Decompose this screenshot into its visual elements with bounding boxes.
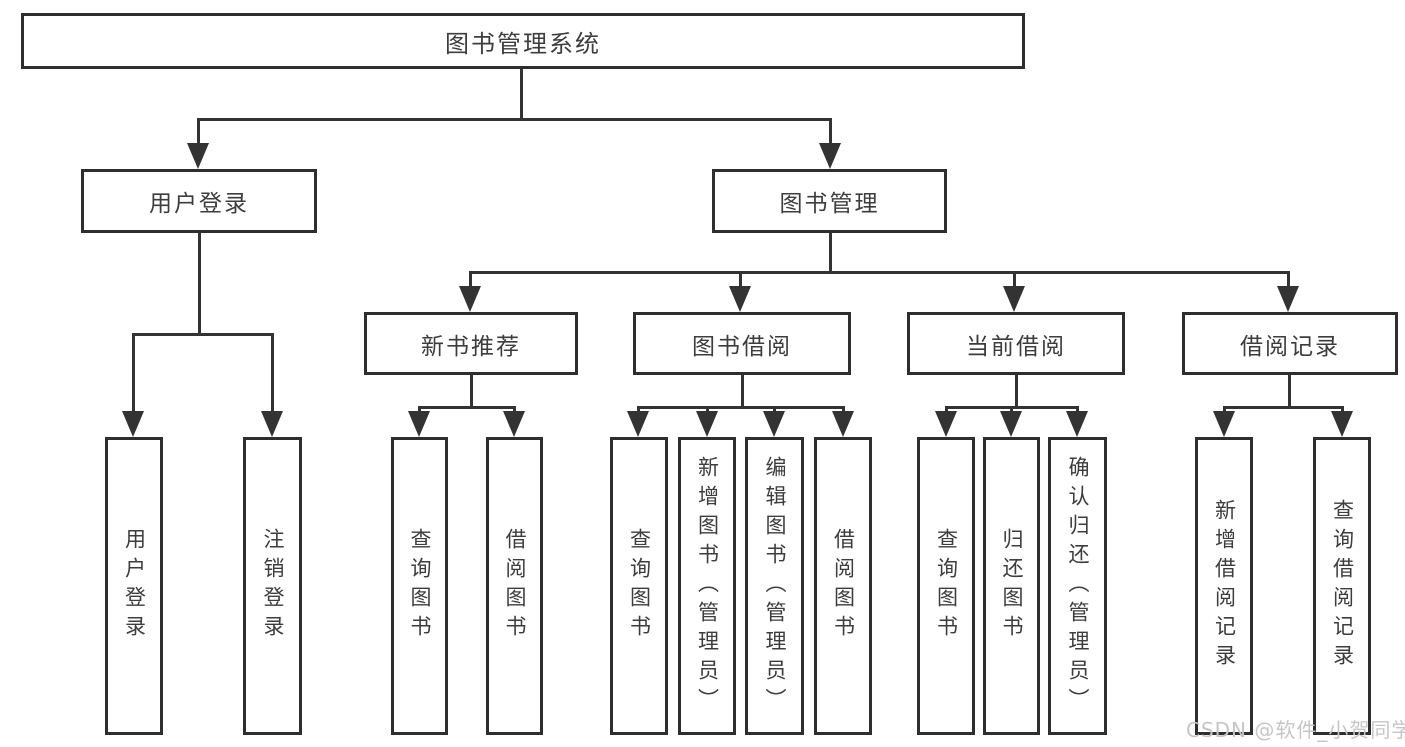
leaf-query-books-borrowing: 查询图书 (610, 437, 668, 735)
connector-arrow-icon (1000, 411, 1022, 437)
leaf-add-books-admin: 新增图书（管理员） (678, 437, 736, 735)
node-new-book-recommend-label: 新书推荐 (421, 333, 521, 360)
connector-line (1015, 375, 1018, 407)
connector-line (470, 375, 473, 407)
leaf-return-books: 归还图书 (983, 437, 1040, 735)
leaf-label: 新增借阅记录 (1212, 499, 1237, 673)
connector-line (198, 232, 201, 334)
node-user-login: 用户登录 (81, 169, 317, 233)
leaf-label: 编辑图书（管理员） (763, 455, 787, 717)
connector-line (520, 69, 523, 119)
connector-line (706, 406, 709, 415)
node-borrowing-records-label: 借阅记录 (1240, 333, 1340, 360)
connector-line (197, 118, 831, 121)
watermark-text: CSDN @软件_小贺同学 (1186, 718, 1405, 742)
leaf-label: 借阅图书 (503, 528, 527, 644)
connector-line (1223, 406, 1226, 415)
connector-line (637, 406, 844, 409)
connector-line (829, 118, 832, 145)
leaf-logout: 注销登录 (243, 437, 302, 735)
leaf-confirm-return-admin: 确认归还（管理员） (1048, 437, 1107, 735)
node-book-borrowing: 图书借阅 (633, 312, 851, 375)
leaf-query-books-current: 查询图书 (917, 437, 975, 735)
node-book-borrowing-label: 图书借阅 (692, 333, 792, 360)
node-current-borrowing: 当前借阅 (907, 312, 1125, 375)
connector-line (469, 271, 1290, 274)
connector-arrow-icon (187, 143, 209, 169)
connector-arrow-icon (729, 286, 751, 312)
node-root: 图书管理系统 (21, 13, 1025, 69)
leaf-label: 查询图书 (627, 528, 652, 644)
connector-arrow-icon (696, 411, 718, 437)
node-root-label: 图书管理系统 (445, 29, 601, 58)
connector-arrow-icon (935, 411, 957, 437)
connector-line (271, 333, 274, 413)
leaf-user-login: 用户登录 (105, 437, 163, 735)
leaf-query-books-recommend: 查询图书 (391, 437, 448, 735)
node-new-book-recommend: 新书推荐 (364, 312, 578, 375)
connector-line (739, 271, 742, 288)
connector-line (1288, 375, 1291, 407)
node-book-management-label: 图书管理 (779, 191, 880, 217)
connector-arrow-icon (408, 411, 430, 437)
connector-line (1010, 406, 1013, 415)
connector-arrow-icon (1213, 411, 1235, 437)
leaf-borrow-books-recommend: 借阅图书 (486, 437, 543, 735)
leaf-label: 用户登录 (122, 528, 147, 644)
connector-line (1013, 271, 1016, 288)
connector-arrow-icon (122, 411, 144, 437)
leaf-add-borrow-record: 新增借阅记录 (1195, 437, 1253, 735)
node-current-borrowing-label: 当前借阅 (966, 333, 1066, 360)
connector-arrow-icon (1003, 286, 1025, 312)
leaf-label: 注销登录 (261, 528, 285, 644)
leaf-label: 借阅图书 (831, 528, 856, 644)
node-user-login-label: 用户登录 (149, 191, 249, 217)
leaf-label: 查询图书 (408, 528, 432, 644)
connector-arrow-icon (819, 143, 841, 169)
connector-line (637, 406, 640, 415)
connector-line (469, 271, 472, 288)
leaf-label: 查询图书 (934, 528, 959, 644)
leaf-label: 查询借阅记录 (1330, 499, 1355, 673)
connector-line (1223, 406, 1344, 409)
leaf-query-borrow-record: 查询借阅记录 (1313, 437, 1371, 735)
connector-arrow-icon (627, 411, 649, 437)
connector-arrow-icon (261, 411, 283, 437)
connector-line (197, 118, 200, 145)
connector-arrow-icon (763, 411, 785, 437)
connector-line (1287, 271, 1290, 288)
connector-line (829, 232, 832, 272)
connector-arrow-icon (1277, 286, 1299, 312)
leaf-label: 确认归还（管理员） (1066, 455, 1090, 717)
connector-line (132, 333, 135, 413)
connector-arrow-icon (503, 411, 525, 437)
connector-line (132, 333, 274, 336)
connector-line (945, 406, 948, 415)
leaf-label: 新增图书（管理员） (695, 455, 720, 717)
connector-arrow-icon (459, 286, 481, 312)
connector-line (773, 406, 776, 415)
leaf-label: 归还图书 (1000, 528, 1024, 644)
leaf-edit-books-admin: 编辑图书（管理员） (745, 437, 804, 735)
connector-line (1341, 406, 1344, 415)
connector-line (842, 406, 845, 415)
connector-line (513, 406, 516, 415)
node-book-management: 图书管理 (712, 169, 947, 233)
connector-line (418, 406, 516, 409)
leaf-borrow-books: 借阅图书 (814, 437, 872, 735)
connector-arrow-icon (1066, 411, 1088, 437)
connector-line (741, 375, 744, 407)
connector-line (1076, 406, 1079, 415)
node-borrowing-records: 借阅记录 (1182, 312, 1398, 375)
connector-line (418, 406, 421, 415)
connector-arrow-icon (832, 411, 854, 437)
connector-arrow-icon (1331, 411, 1353, 437)
